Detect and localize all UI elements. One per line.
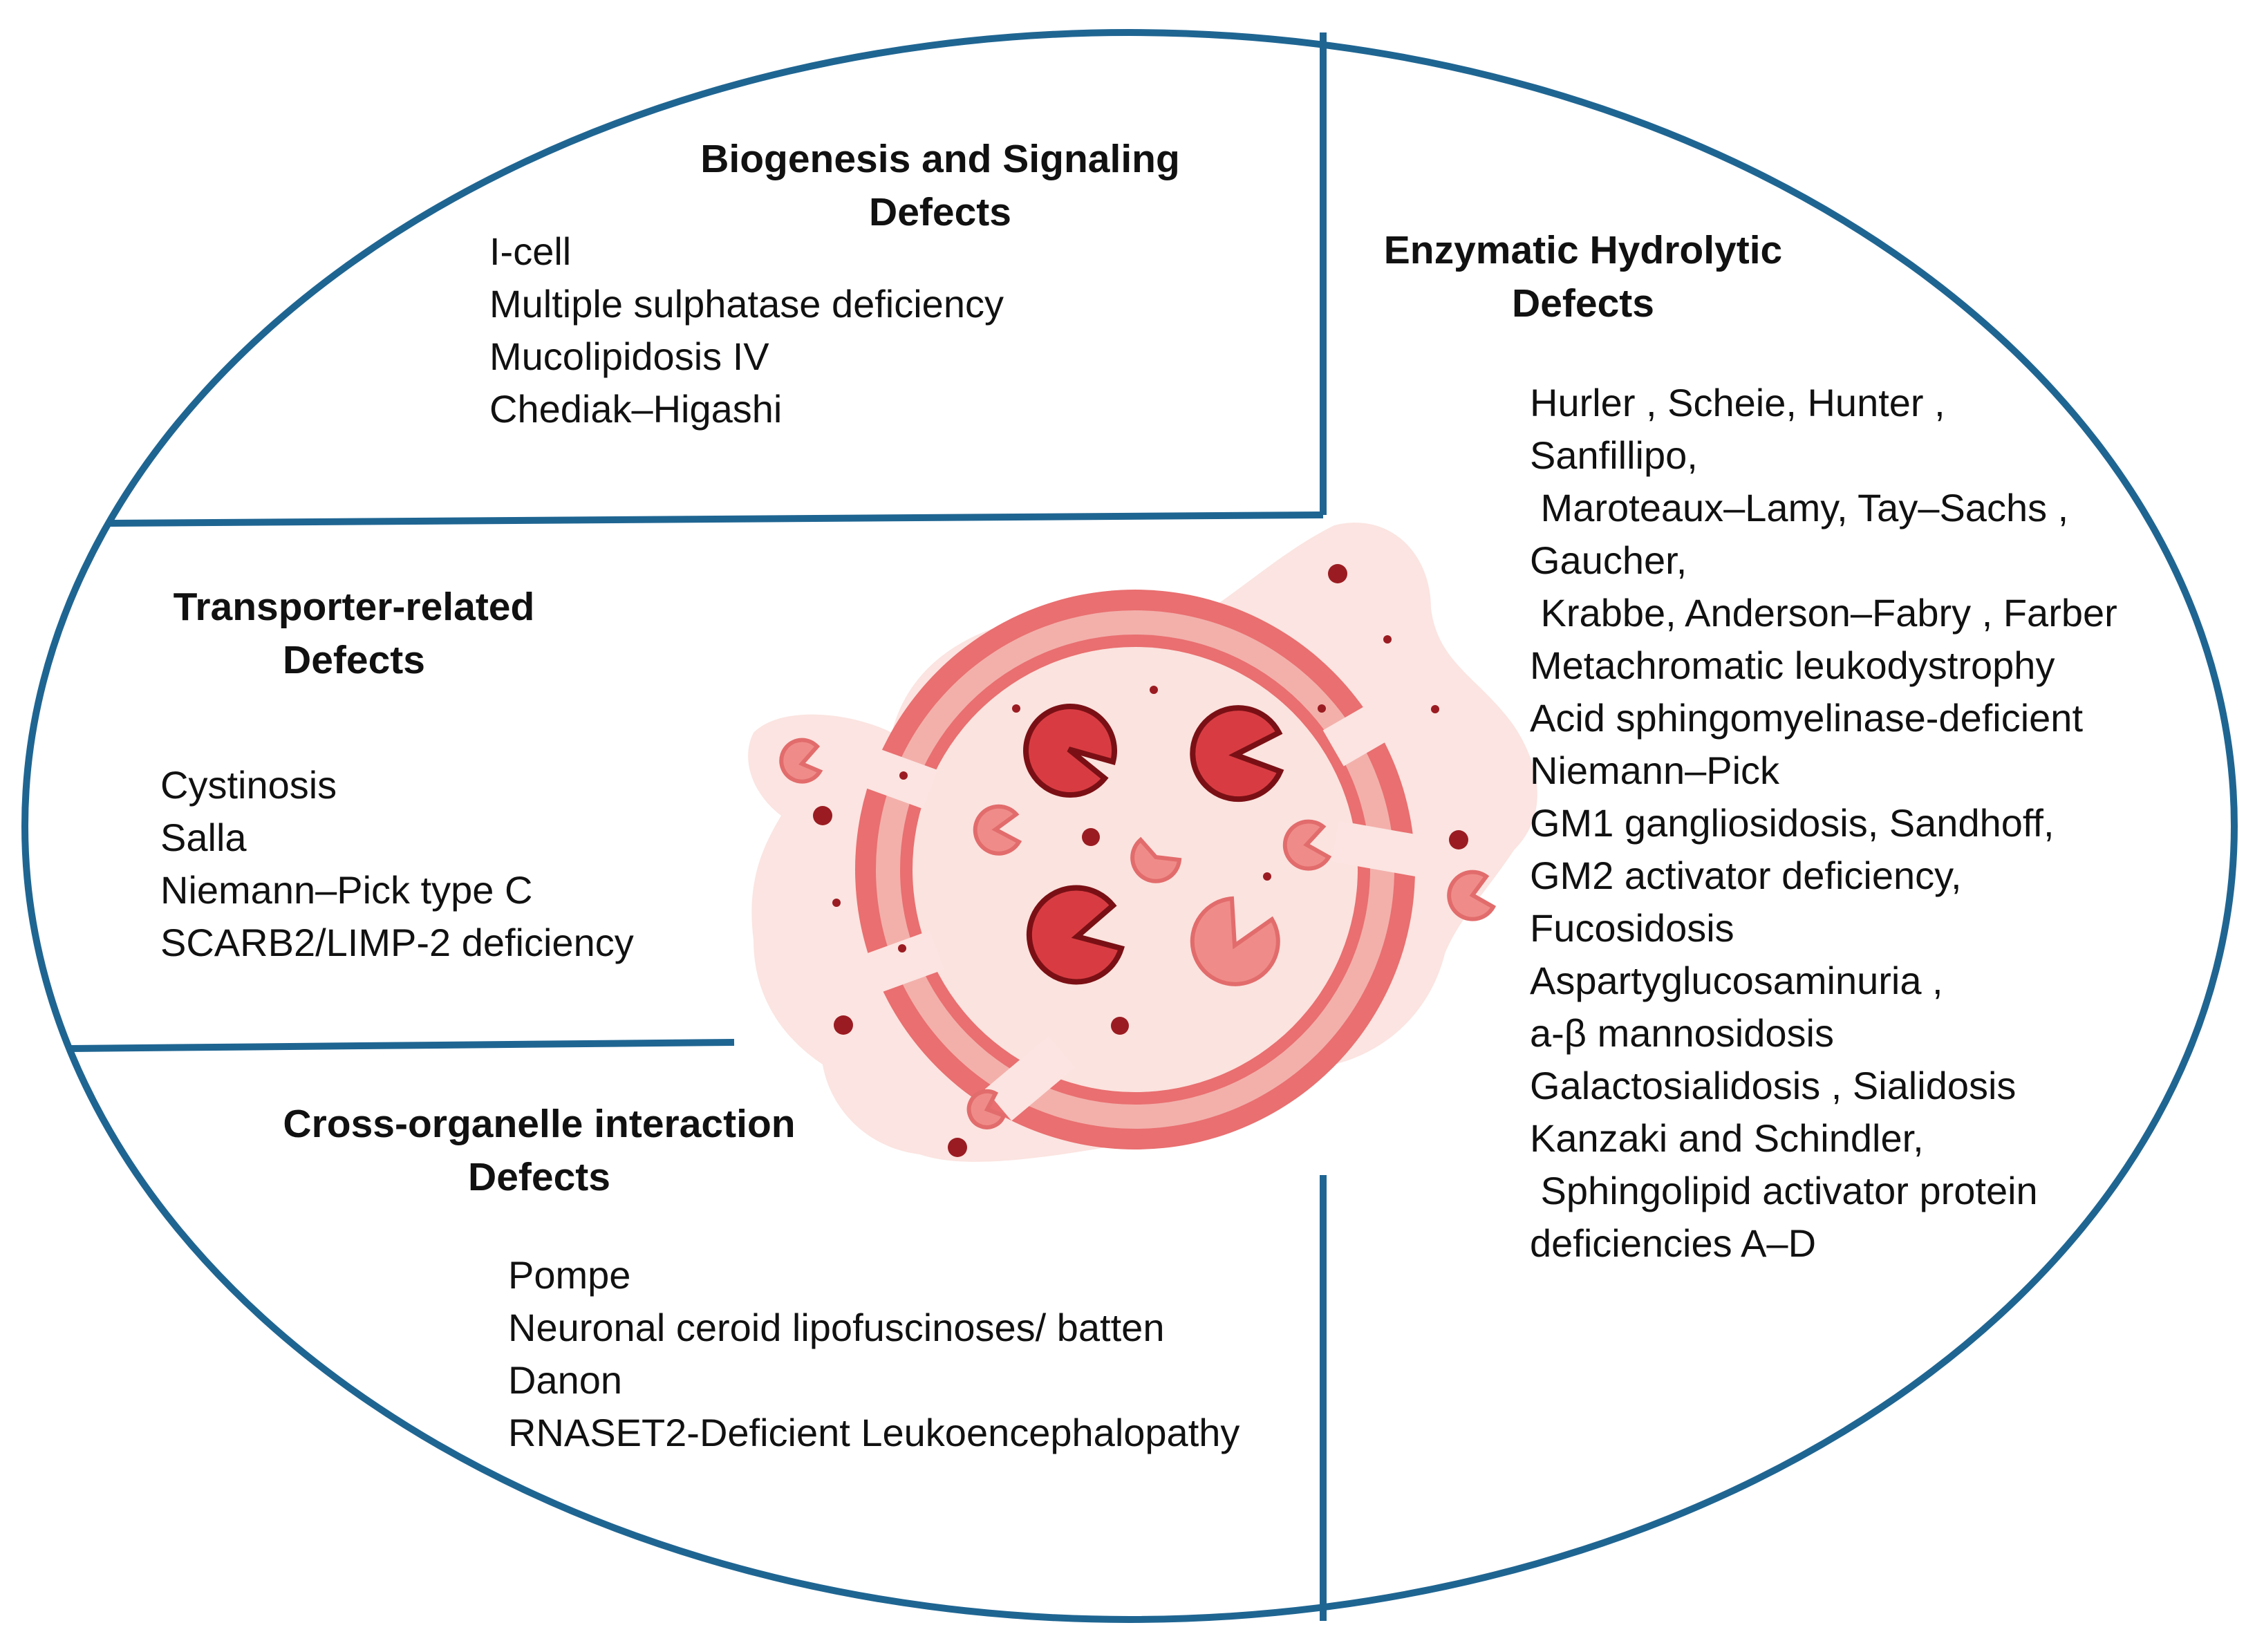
disease-item: Chediak–Higashi: [489, 387, 783, 431]
disease-item: GM2 activator deficiency,: [1530, 854, 1962, 897]
disease-item: Cystinosis: [160, 763, 337, 807]
heading-line: Defects: [283, 638, 425, 682]
enzyme-pacman-icon: [966, 1089, 1007, 1129]
disease-item: Pompe: [508, 1253, 631, 1297]
disease-item: Sphingolipid activator protein: [1530, 1169, 2038, 1212]
particle-dot-icon: [898, 944, 906, 952]
heading-line: Defects: [468, 1155, 610, 1199]
lysosome-icon: [748, 523, 1537, 1162]
heading-line: Defects: [1512, 281, 1654, 326]
enzyme-pacman-icon: [1026, 885, 1125, 985]
particle-dot-icon: [1082, 828, 1100, 846]
particle-dot-icon: [834, 1015, 853, 1035]
particle-dot-icon: [1328, 564, 1347, 583]
disease-item: Niemann–Pick: [1530, 749, 1780, 792]
section-enzymatic: Enzymatic Hydrolytic Defects: [1355, 224, 1811, 330]
enzyme-pacman-icon: [1130, 836, 1182, 883]
section-heading: Transporter-related Defects: [153, 581, 554, 687]
particle-dot-icon: [813, 806, 832, 825]
disease-item: Galactosialidosis , Sialidosis: [1530, 1064, 2017, 1107]
enzyme-pacman-icon: [1447, 870, 1497, 921]
disease-item: Metachromatic leukodystrophy: [1530, 644, 2055, 687]
disease-item: Mucolipidosis IV: [489, 335, 769, 378]
disease-item: Hurler , Scheie, Hunter ,: [1530, 381, 1945, 424]
disease-item: Salla: [160, 816, 247, 859]
particle-dot-icon: [1012, 704, 1020, 713]
disease-item: Fucosidosis: [1530, 906, 1734, 950]
section-cross-organelle: Cross-organelle interaction Defects: [256, 1098, 823, 1204]
enzyme-pacman-icon: [779, 738, 823, 784]
divider-top-horizontal: [110, 511, 1324, 527]
heading-line: Enzymatic Hydrolytic: [1383, 228, 1783, 272]
disease-item: SCARB2/LIMP-2 deficiency: [160, 921, 634, 964]
transporter-disease-list: Cystinosis Salla Niemann–Pick type C SCA…: [160, 759, 634, 969]
particle-dot-icon: [1318, 704, 1326, 713]
biogenesis-disease-list: I-cell Multiple sulphatase deficiency Mu…: [489, 225, 1004, 435]
enzyme-pacman-icon: [1190, 896, 1280, 986]
particle-dot-icon: [1263, 872, 1271, 881]
enzyme-pacman-icon: [1282, 819, 1332, 871]
enzyme-pacman-icon: [1023, 704, 1117, 798]
section-heading: Cross-organelle interaction Defects: [256, 1098, 823, 1204]
disease-item: Gaucher,: [1530, 538, 1687, 582]
heading-line: Biogenesis and Signaling: [700, 137, 1180, 181]
disease-item: deficiencies A–D: [1530, 1221, 1817, 1265]
disease-item: Multiple sulphatase deficiency: [489, 282, 1004, 326]
disease-item: Sanfillipo,: [1530, 433, 1698, 477]
particle-dot-icon: [948, 1138, 967, 1157]
section-biogenesis: Biogenesis and Signaling Defects: [677, 133, 1203, 239]
outer-ellipse-frame: [21, 29, 2238, 1623]
heading-line: Defects: [869, 190, 1011, 234]
disease-item: a-β mannosidosis: [1530, 1011, 1834, 1055]
enzymatic-disease-list: Hurler , Scheie, Hunter , Sanfillipo, Ma…: [1530, 377, 2117, 1270]
disease-item: Danon: [508, 1358, 623, 1402]
enzyme-pacman-icon: [1190, 705, 1284, 802]
membrane-channels: [832, 685, 1441, 1121]
enzyme-pacman-icon: [973, 804, 1022, 856]
divider-middle-horizontal: [68, 1039, 735, 1052]
cross-organelle-disease-list: Pompe Neuronal ceroid lipofuscinoses/ ba…: [508, 1249, 1239, 1459]
disease-item: Aspartyglucosaminuria ,: [1530, 959, 1943, 1002]
section-transporter: Transporter-related Defects: [153, 581, 554, 687]
disease-item: Maroteaux–Lamy, Tay–Sachs ,: [1530, 486, 2069, 529]
particle-dot-icon: [1449, 830, 1468, 850]
disease-item: Krabbe, Anderson–Fabry , Farber: [1530, 591, 2117, 635]
particle-dot-icon: [899, 771, 908, 780]
section-heading: Biogenesis and Signaling Defects: [677, 133, 1203, 239]
disease-item: Niemann–Pick type C: [160, 868, 533, 912]
section-heading: Enzymatic Hydrolytic Defects: [1355, 224, 1811, 330]
particle-dot-icon: [1150, 686, 1158, 694]
disease-item: I-cell: [489, 229, 572, 273]
disease-item: GM1 gangliosidosis, Sandhoff,: [1530, 801, 2055, 845]
disease-item: Neuronal ceroid lipofuscinoses/ batten: [508, 1306, 1165, 1349]
particle-dot-icon: [832, 899, 841, 907]
particle-dot-icon: [1111, 1017, 1129, 1035]
disease-item: RNASET2-Deficient Leukoencephalopathy: [508, 1411, 1240, 1454]
heading-line: Transporter-related: [173, 585, 535, 629]
disease-item: Acid sphingomyelinase-deficient: [1530, 696, 2083, 740]
particle-dot-icon: [1431, 705, 1439, 713]
heading-line: Cross-organelle interaction: [283, 1102, 796, 1146]
disease-item: Kanzaki and Schindler,: [1530, 1116, 1924, 1160]
particle-dot-icon: [1383, 635, 1392, 644]
